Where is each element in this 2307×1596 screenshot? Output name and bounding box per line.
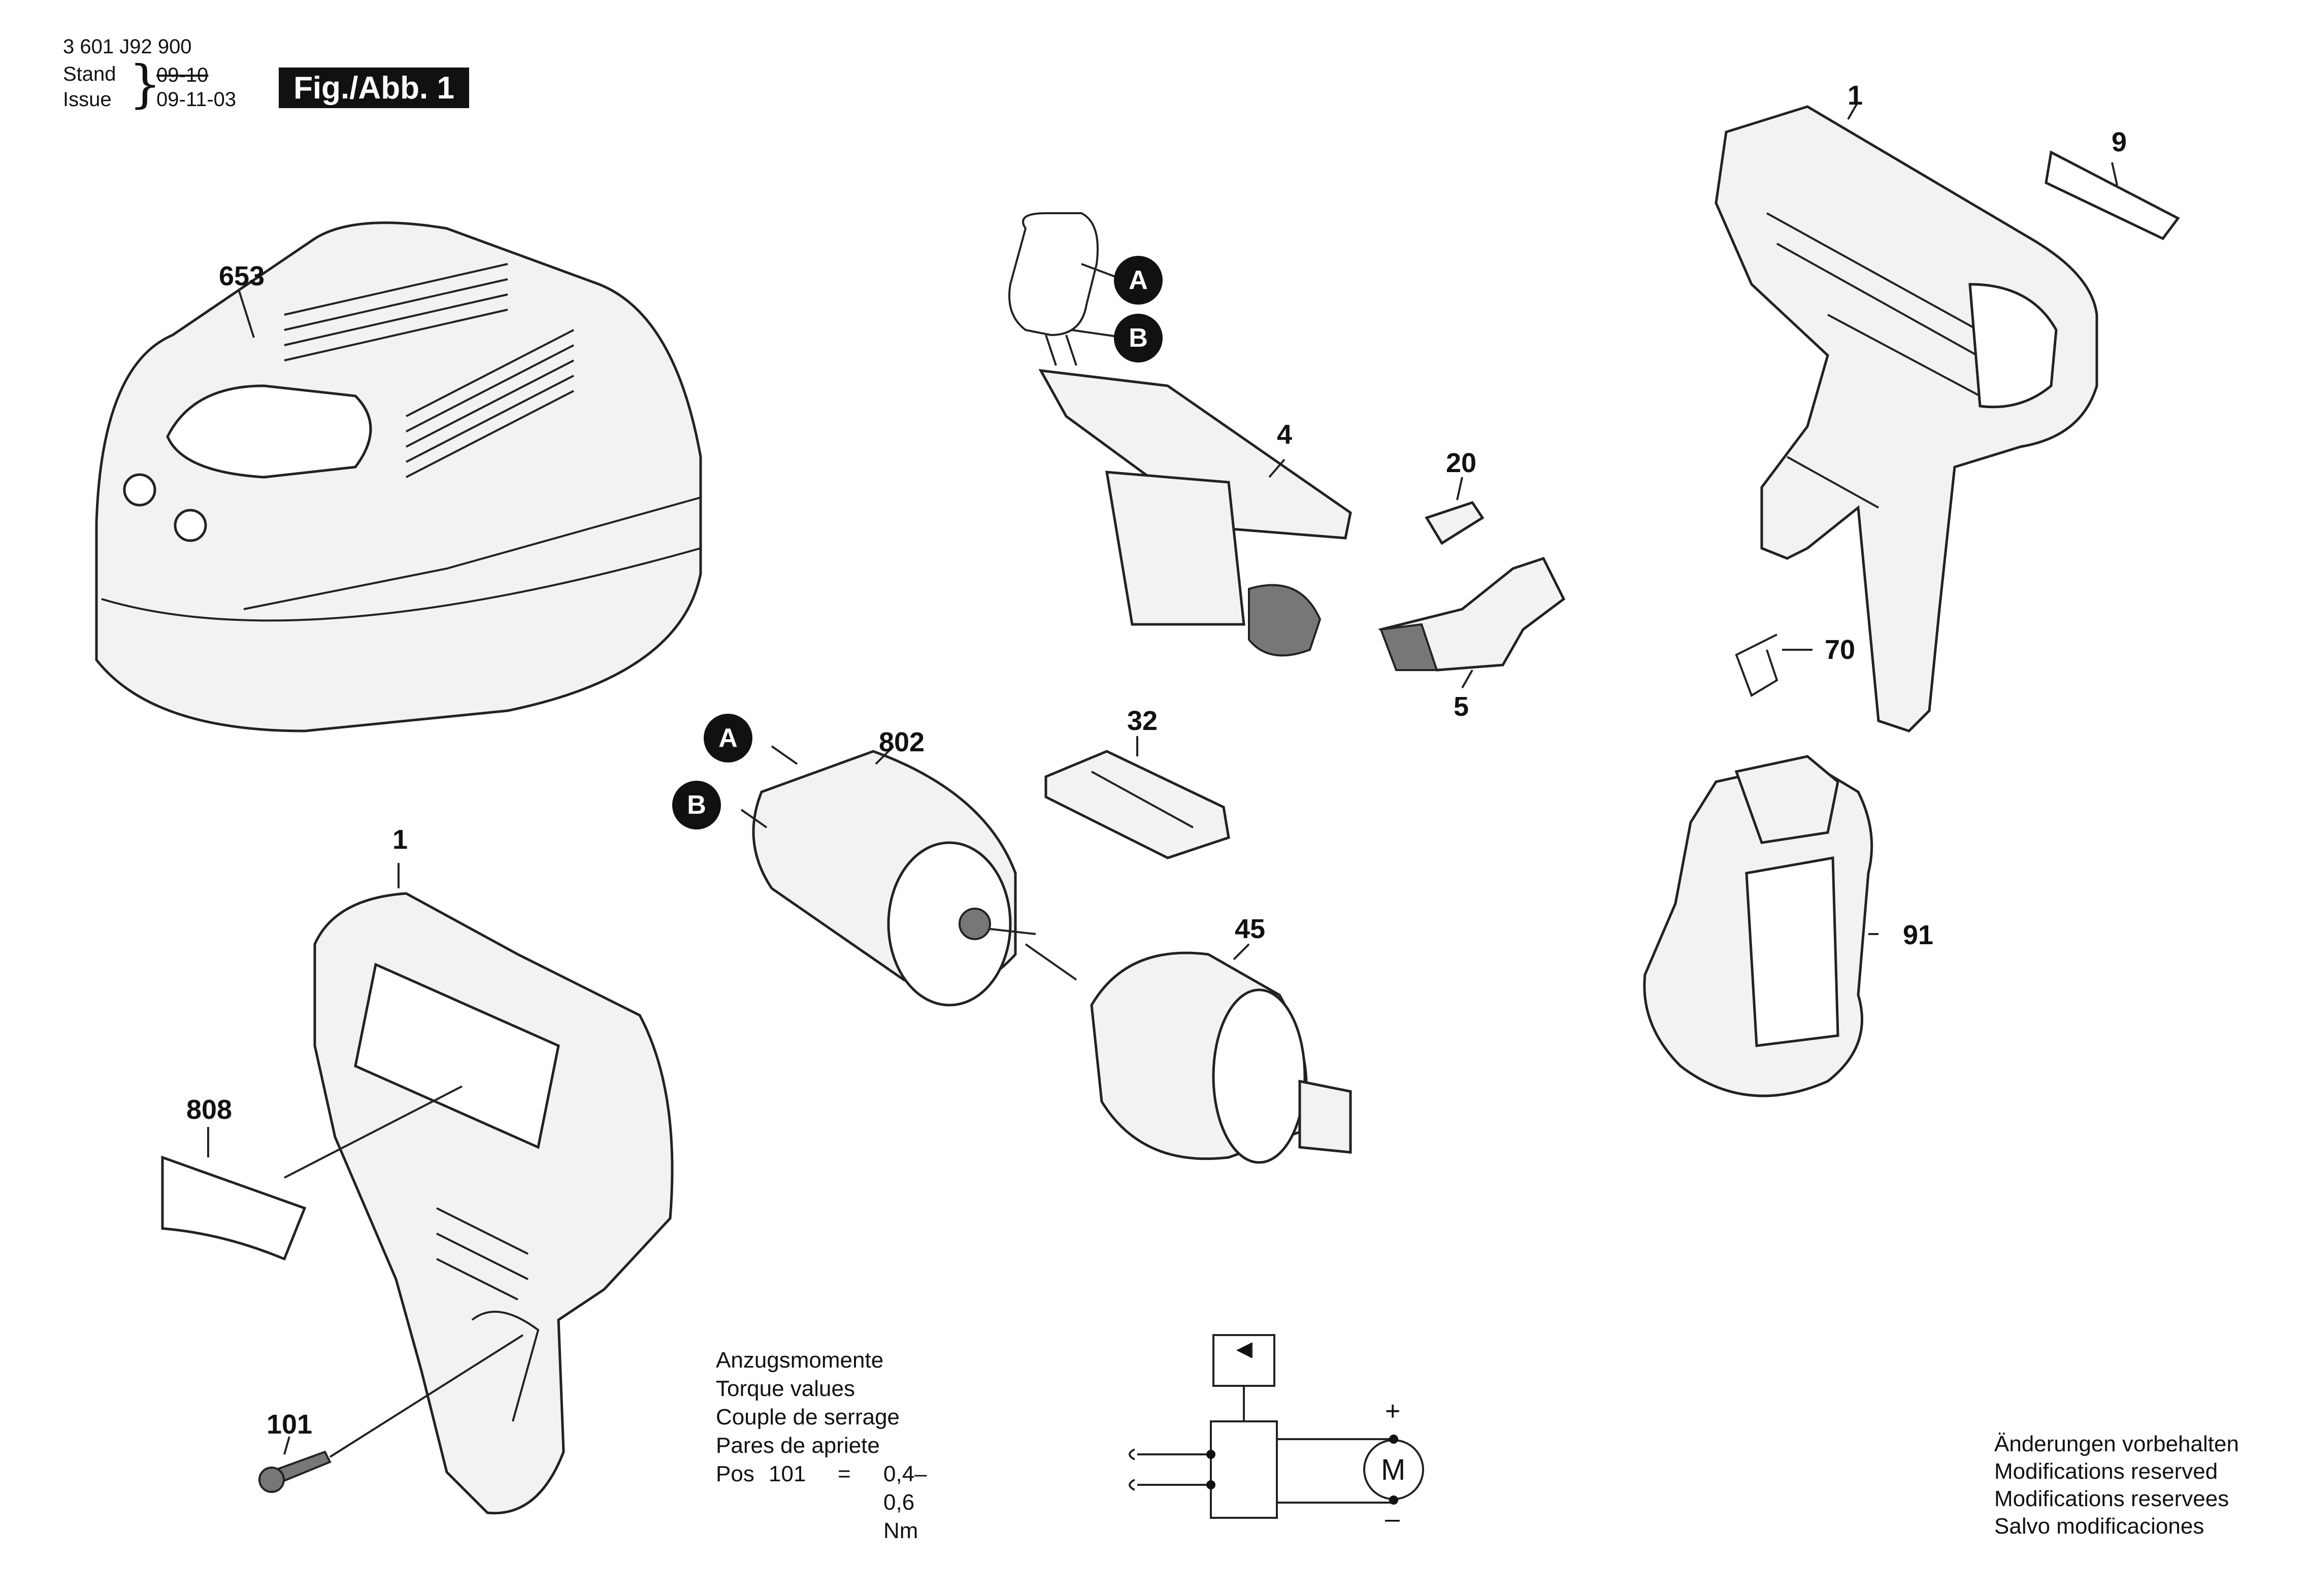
torque-equals: = (838, 1461, 851, 1486)
document-number: 3 601 J92 900 (63, 36, 192, 58)
part-label-1-left: 1 (392, 824, 408, 855)
issue-label: Issue (63, 88, 112, 111)
circuit-schematic (1129, 1334, 1424, 1519)
gearbox-drawing (1090, 943, 1352, 1164)
modifications-line-de: Änderungen vorbehalten (1994, 1432, 2239, 1456)
marker-a-switch: A (1114, 256, 1163, 305)
housing-half-drawing (1715, 101, 2098, 733)
motor-drawing (740, 745, 1077, 1007)
spring-clip-drawing (1735, 634, 1812, 697)
torque-value-row: Pos 101 = 0,4– 0,6 Nm (716, 1460, 927, 1543)
torque-line-es: Pares de apriete (716, 1433, 880, 1458)
label-sheet-drawing (161, 1085, 463, 1261)
part-label-808: 808 (186, 1094, 233, 1125)
part-label-45: 45 (1234, 914, 1266, 944)
modifications-note: Änderungen vorbehalten Modifications res… (1994, 1431, 2239, 1540)
clip-drawing (1425, 477, 1485, 545)
torque-pos-label: Pos (716, 1461, 754, 1486)
marker-a-motor: A (704, 714, 752, 762)
part-label-4: 4 (1276, 419, 1293, 450)
part-label-32: 32 (1127, 706, 1158, 736)
stand-value: 09-10 (156, 64, 209, 86)
torque-line-fr: Couple de serrage (716, 1405, 900, 1429)
torque-note: Anzugsmomente Torque values Couple de se… (716, 1346, 927, 1543)
torque-pos-value: 101 (769, 1461, 806, 1486)
housing-assembled-drawing (313, 863, 674, 1515)
screw-drawing (258, 1334, 524, 1493)
part-label-20: 20 (1445, 448, 1477, 478)
part-label-91: 91 (1902, 920, 1934, 950)
stand-label: Stand (63, 63, 116, 85)
slider-drawing (1378, 556, 1566, 688)
part-label-5: 5 (1453, 691, 1469, 722)
switch-drawing (1008, 212, 1352, 657)
switch-cover-drawing (1044, 736, 1230, 859)
torque-range: 0,4– 0,6 Nm (883, 1461, 927, 1543)
marker-b-motor: B (672, 781, 721, 829)
torque-line-de: Anzugsmomente (716, 1348, 884, 1373)
part-label-9: 9 (2111, 127, 2127, 157)
torque-line-en: Torque values (716, 1376, 855, 1401)
modifications-line-fr: Modifications reservees (1994, 1486, 2229, 1511)
part-label-101: 101 (266, 1409, 313, 1440)
part-label-802: 802 (878, 727, 925, 757)
modifications-line-en: Modifications reserved (1994, 1459, 2218, 1484)
modifications-line-es: Salvo modificaciones (1994, 1514, 2204, 1539)
figure-label: Fig./Abb. 1 (279, 68, 469, 108)
brace-icon: } (129, 54, 161, 114)
charger-drawing (95, 221, 702, 733)
part-label-653: 653 (218, 261, 265, 291)
battery-drawing (1643, 755, 1878, 1098)
issue-value: 09-11-03 (156, 88, 237, 111)
marker-b-switch: B (1114, 314, 1163, 362)
part-label-70: 70 (1824, 635, 1856, 665)
schematic-plus-label: + (1385, 1396, 1401, 1426)
part-label-1-top: 1 (1847, 80, 1863, 111)
label-plate-drawing (2045, 150, 2180, 241)
motor-symbol-label: M (1381, 1453, 1406, 1486)
schematic-minus-label: – (1385, 1504, 1400, 1534)
